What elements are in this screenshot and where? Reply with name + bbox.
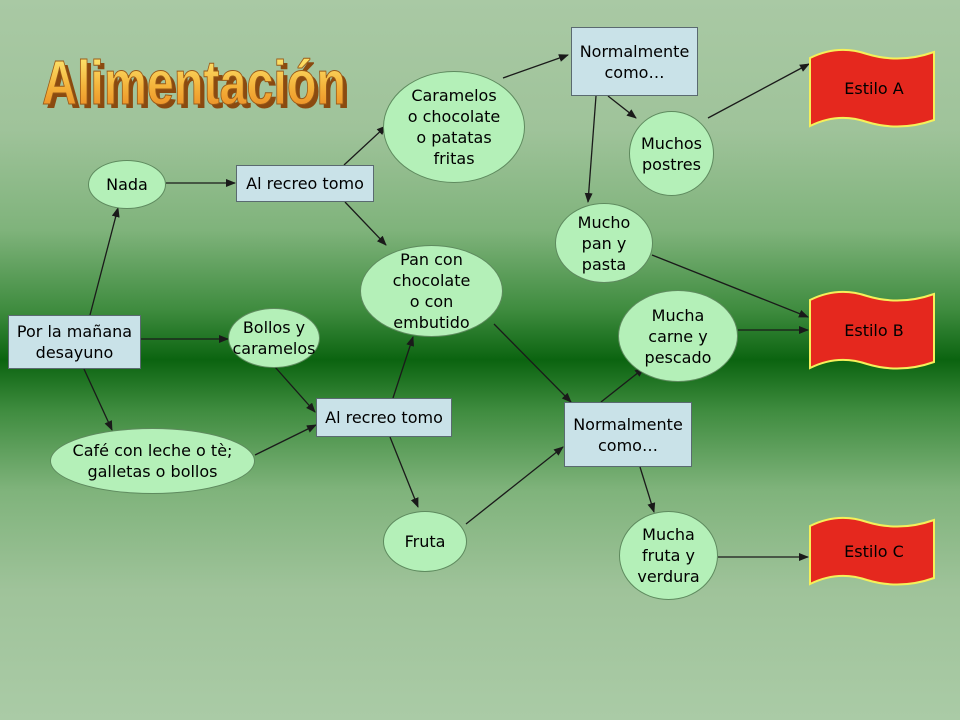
title-shadow: Alimentación bbox=[46, 53, 350, 122]
node-cafe: Café con leche o tè; galletas o bollos bbox=[50, 428, 255, 494]
node-bollos: Bollos y caramelos bbox=[228, 308, 320, 368]
flag-estilo-c bbox=[809, 516, 935, 586]
flag-shape-c bbox=[809, 516, 935, 586]
estilo-c-label: Estilo C bbox=[844, 542, 904, 561]
node-fruta: Fruta bbox=[383, 511, 467, 572]
arrow-recreo2-pan bbox=[392, 336, 414, 399]
node-mucha-carne: Mucha carne y pescado bbox=[618, 290, 738, 382]
arrow-recreo1-pan bbox=[344, 201, 387, 246]
arrow-recreo1-caramelos bbox=[343, 125, 387, 166]
arrow-caramelos-normal1 bbox=[502, 54, 569, 79]
node-normalmente-1: Normalmente como… bbox=[571, 27, 698, 96]
connectors bbox=[83, 54, 810, 561]
arrow-cafe-recreo2 bbox=[254, 424, 317, 456]
arrow-pan-normal2 bbox=[493, 323, 572, 403]
title-wordart: Alimentación Alimentación bbox=[42, 49, 351, 123]
arrow-fruta-normal2 bbox=[465, 446, 564, 525]
page-title: Alimentación bbox=[42, 49, 346, 118]
node-mucha-fruta-verdura: Mucha fruta y verdura bbox=[619, 511, 718, 600]
node-mucho-pan-pasta: Mucho pan y pasta bbox=[555, 203, 653, 283]
arrow-normal2-frutaverdura bbox=[639, 466, 656, 513]
flag-estilo-b bbox=[809, 290, 935, 370]
node-desayuno: Por la mañana desayuno bbox=[8, 315, 141, 369]
arrow-normal1-postres bbox=[607, 95, 637, 119]
node-muchos-postres: Muchos postres bbox=[629, 111, 714, 196]
arrow-desayuno-cafe bbox=[83, 368, 113, 431]
arrow-normal1-panpasta bbox=[584, 95, 597, 203]
node-nada: Nada bbox=[88, 160, 166, 209]
estilo-a-label: Estilo A bbox=[844, 79, 904, 98]
arrow-normal2-carne bbox=[600, 367, 645, 403]
flag-estilo-a bbox=[809, 48, 935, 128]
arrow-panpasta-estiloB bbox=[651, 254, 809, 318]
flag-shape-b bbox=[809, 290, 935, 370]
arrow-bollos-recreo2 bbox=[274, 366, 316, 413]
arrow-postres-estiloA bbox=[707, 63, 810, 119]
flag-shape-a bbox=[809, 48, 935, 128]
node-recreo-2: Al recreo tomo bbox=[316, 398, 452, 437]
arrow-desayuno-nada bbox=[89, 207, 120, 316]
node-pan: Pan con chocolate o con embutido bbox=[360, 245, 503, 337]
node-caramelos: Caramelos o chocolate o patatas fritas bbox=[383, 71, 525, 183]
arrow-recreo2-fruta bbox=[389, 436, 419, 508]
estilo-b-label: Estilo B bbox=[844, 321, 904, 340]
node-recreo-1: Al recreo tomo bbox=[236, 165, 374, 202]
node-normalmente-2: Normalmente como… bbox=[564, 402, 692, 467]
